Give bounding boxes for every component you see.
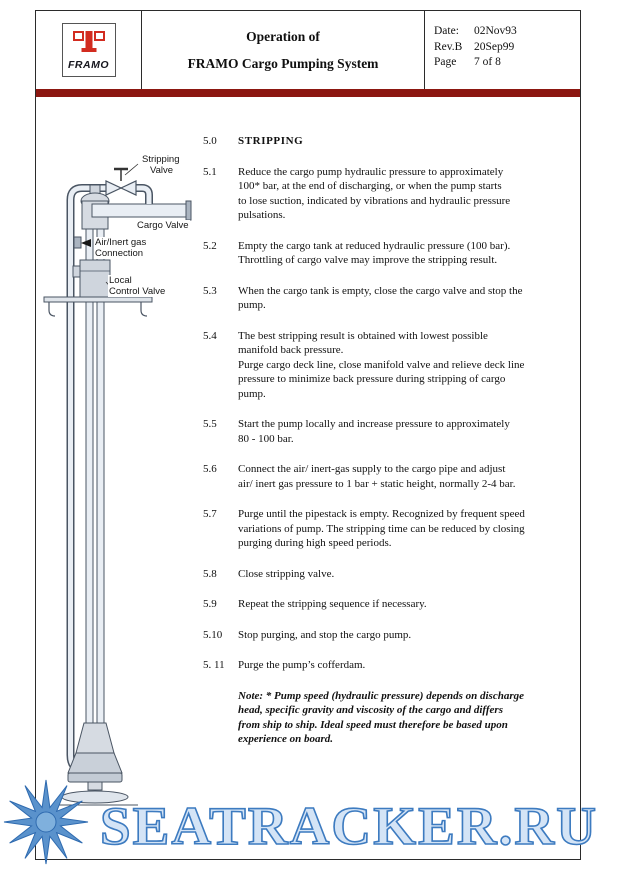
- section-number: 5.9: [203, 598, 217, 610]
- section-number: 5.8: [203, 567, 217, 580]
- section-text: When the cargo tank is empty, close the …: [238, 284, 523, 312]
- pump-diagram: Stripping Valve Cargo Valve Air/Inert ga…: [36, 105, 241, 820]
- meta-date: Date: 02Nov93: [434, 24, 576, 40]
- section-heading: STRIPPING: [238, 135, 304, 147]
- section-number: 5.3: [203, 284, 217, 297]
- meta-rev: Rev.B 20Sep99: [434, 40, 576, 56]
- section-text: Purge until the pipestack is empty. Reco…: [238, 508, 525, 549]
- label-cargo-valve: Cargo Valve: [136, 220, 190, 231]
- section-5-8: 5.8 Close stripping valve.: [203, 567, 583, 582]
- date-label: Date:: [434, 25, 459, 37]
- content-area: Stripping Valve Cargo Valve Air/Inert ga…: [36, 97, 580, 859]
- pump-drawing: [43, 163, 192, 806]
- section-text: Stop purging, and stop the cargo pump.: [238, 628, 412, 641]
- stripping-valve-symbol: [105, 167, 137, 196]
- document-frame: FRAMO Operation of FRAMO Cargo Pumping S…: [35, 10, 581, 860]
- section-5-4: 5.4 The best stripping result is obtaine…: [203, 329, 583, 402]
- section-number: 5.0: [203, 135, 217, 147]
- air-inert-gas-fitting: [73, 236, 91, 249]
- title-cell: Operation of FRAMO Cargo Pumping System: [142, 11, 425, 89]
- section-number: 5.7: [203, 508, 217, 520]
- section-5-0: 5.0 STRIPPING: [203, 134, 583, 149]
- section-5-5: 5.5 Start the pump locally and increase …: [203, 417, 583, 446]
- logo-cell: FRAMO: [36, 11, 142, 89]
- section-5-10: 5.10 Stop purging, and stop the cargo pu…: [203, 628, 583, 643]
- section-number: 5.6: [203, 463, 217, 475]
- page-value: 7 of 8: [474, 56, 501, 68]
- section-5-1: 5.1 Reduce the cargo pump hydraulic pres…: [203, 165, 583, 223]
- label-local-control-valve: Local Control Valve: [108, 275, 167, 297]
- footnote: Note: * Pump speed (hydraulic pressure) …: [238, 689, 524, 746]
- local-control-valve-unit: [72, 259, 111, 299]
- meta-cell: Date: 02Nov93 Rev.B 20Sep99 Page 7 of 8: [425, 11, 580, 89]
- framo-logo: FRAMO: [61, 23, 116, 77]
- section-number: 5.1: [203, 165, 217, 178]
- cargo-pipe: [91, 200, 192, 221]
- section-text: Reduce the cargo pump hydraulic pressure…: [238, 165, 511, 222]
- section-text: Repeat the stripping sequence if necessa…: [238, 598, 427, 610]
- section-text: Purge the pump’s cofferdam.: [238, 659, 366, 671]
- date-value: 02Nov93: [474, 25, 517, 37]
- section-text: Start the pump locally and increase pres…: [238, 418, 510, 445]
- meta-page: Page 7 of 8: [434, 55, 576, 71]
- section-number: 5.5: [203, 418, 217, 430]
- header-divider-bar: [36, 89, 580, 97]
- section-number: 5.10: [203, 628, 223, 641]
- section-text: The best stripping result is obtained wi…: [238, 329, 525, 400]
- section-5-3: 5.3 When the cargo tank is empty, close …: [203, 284, 583, 313]
- section-text: Connect the air/ inert-gas supply to the…: [238, 463, 516, 490]
- label-air-inert-gas: Air/Inert gas Connection: [94, 237, 148, 259]
- procedure-sections: 5.0 STRIPPING 5.1 Reduce the cargo pump …: [203, 134, 583, 747]
- document-title-line1: Operation of: [246, 28, 320, 44]
- section-5-11: 5. 11 Purge the pump’s cofferdam.: [203, 658, 583, 673]
- section-5-2: 5.2 Empty the cargo tank at reduced hydr…: [203, 239, 583, 268]
- rev-value: 20Sep99: [474, 40, 515, 53]
- section-text: Close stripping valve.: [238, 567, 335, 580]
- logo-wordmark: FRAMO: [68, 58, 109, 71]
- section-5-7: 5.7 Purge until the pipestack is empty. …: [203, 507, 583, 551]
- document-header: FRAMO Operation of FRAMO Cargo Pumping S…: [36, 11, 580, 89]
- framo-pump-icon: [72, 30, 105, 52]
- pipestack: [85, 301, 105, 724]
- section-5-6: 5.6 Connect the air/ inert-gas supply to…: [203, 462, 583, 491]
- stripping-valve-leader: [124, 163, 139, 176]
- rev-label: Rev.B: [434, 40, 463, 53]
- section-number: 5. 11: [203, 659, 225, 671]
- page-label: Page: [434, 56, 457, 68]
- document-title-line2: FRAMO Cargo Pumping System: [187, 55, 379, 71]
- section-number: 5.2: [203, 239, 217, 252]
- label-stripping-valve: Stripping Valve: [141, 154, 181, 176]
- section-5-9: 5.9 Repeat the stripping sequence if nec…: [203, 597, 583, 612]
- valve-drop-pipe: [136, 184, 153, 204]
- section-text: Empty the cargo tank at reduced hydrauli…: [238, 239, 511, 267]
- section-number: 5.4: [203, 329, 217, 342]
- pump-bottom: [54, 722, 138, 806]
